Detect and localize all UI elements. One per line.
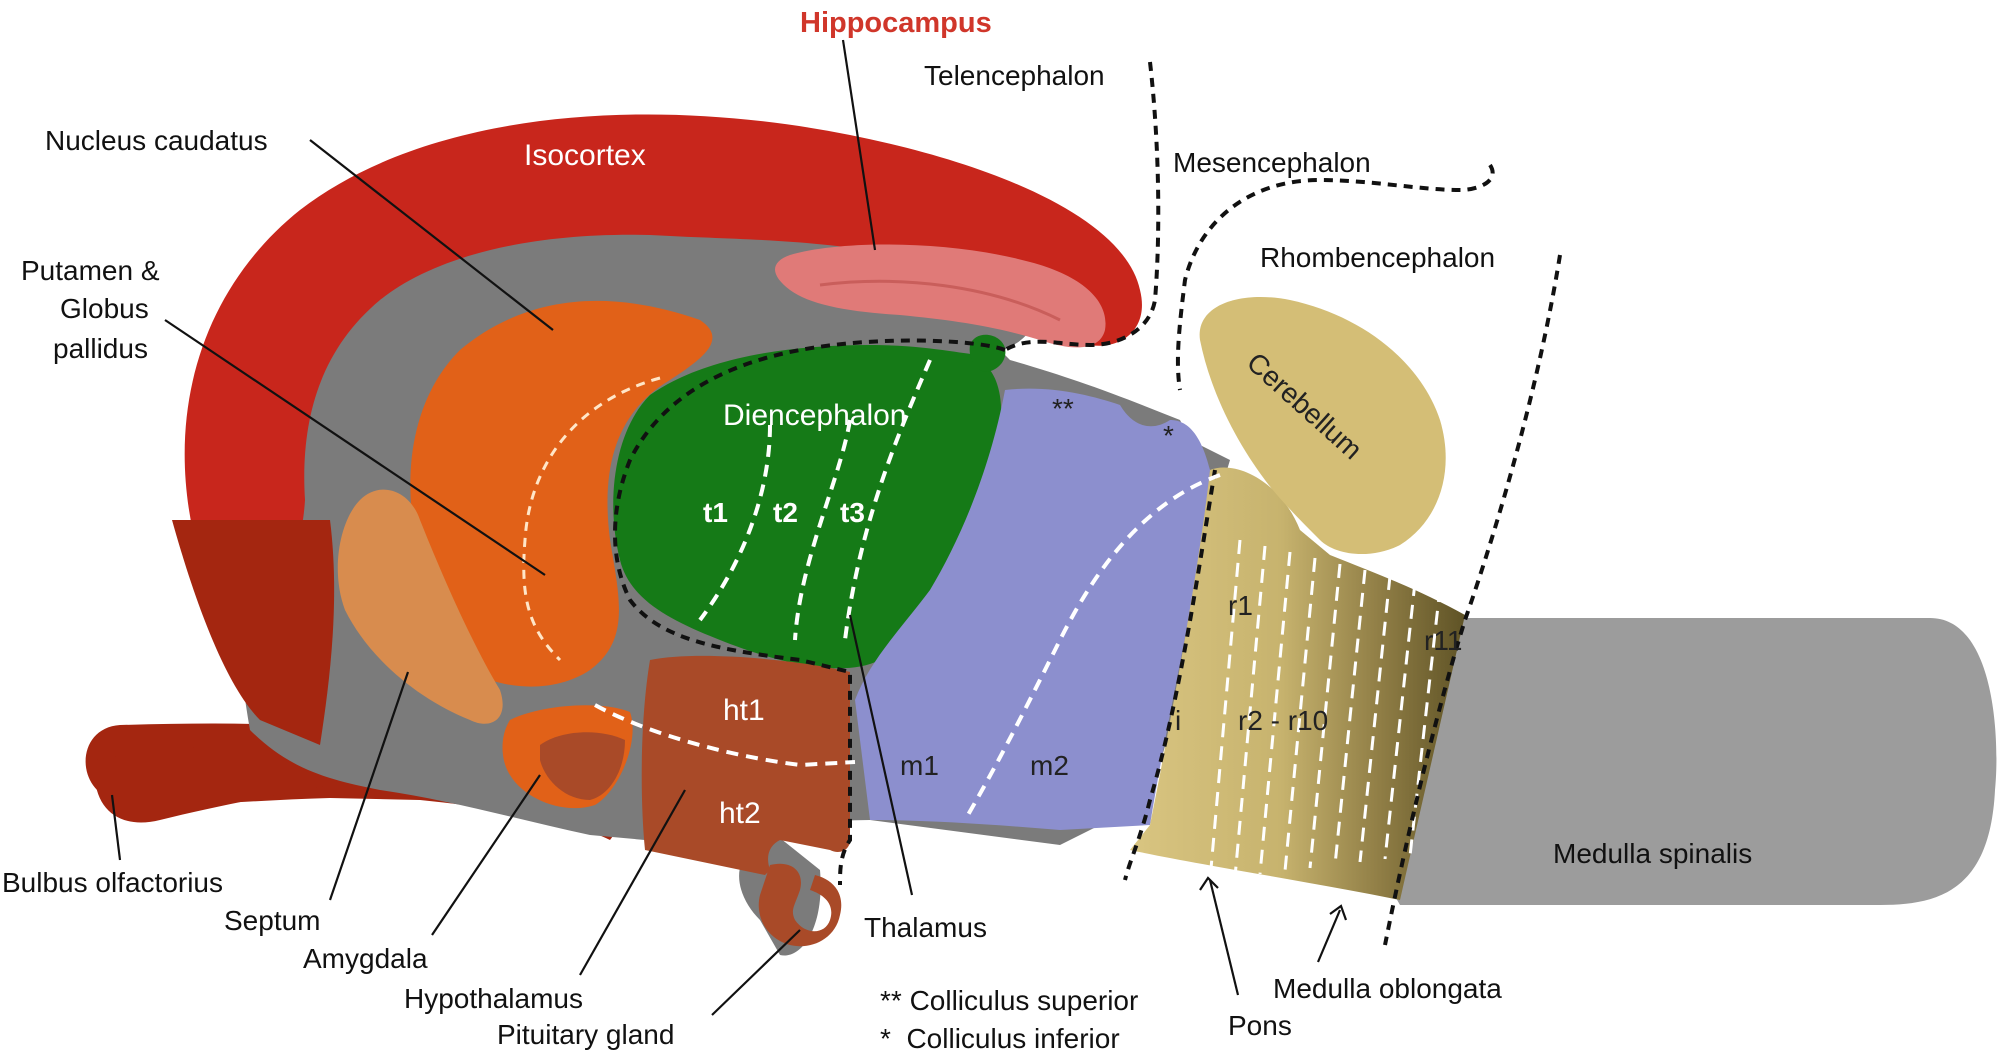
colliculus-inferior-mark: * <box>1163 420 1174 451</box>
rhombencephalon-region <box>1130 467 1465 900</box>
pituitary-gland-region <box>758 863 842 947</box>
rhombencephalon-label: Rhombencephalon <box>1260 242 1495 273</box>
amygdala-inner <box>540 732 625 800</box>
r2-r10-label: r2 - r10 <box>1238 705 1328 736</box>
mesencephalon-label: Mesencephalon <box>1173 147 1371 178</box>
hypothalamus-label: Hypothalamus <box>404 983 583 1014</box>
amygdala-label: Amygdala <box>303 943 428 974</box>
ht2-label: ht2 <box>719 797 761 830</box>
thalamus-t1-divider <box>698 424 772 622</box>
medulla-spinalis-region <box>1380 618 1997 905</box>
legend-colliculus-superior: ** Colliculus superior <box>880 985 1138 1016</box>
isocortex-region <box>184 114 1142 606</box>
i-label: i <box>1175 705 1181 736</box>
thalamus-t2-divider <box>793 419 852 641</box>
cerebellum-region <box>1199 296 1446 555</box>
caudatus-inner-divider <box>522 376 661 662</box>
legend-colliculus-inferior: * Colliculus inferior <box>880 1023 1120 1054</box>
m1-label: m1 <box>900 750 939 781</box>
putamen-leader <box>164 319 546 576</box>
nucleus-caudatus-label: Nucleus caudatus <box>45 125 268 156</box>
nucleus-caudatus-leader <box>309 139 554 331</box>
mesencephalon-boundary <box>1175 163 1495 391</box>
rhombomere-stripe <box>1258 551 1292 875</box>
putamen-label-2: Globus <box>60 293 149 324</box>
thalamus-leader <box>848 614 914 896</box>
r11-label: r11 <box>1424 625 1462 656</box>
t3-label: t3 <box>840 497 865 528</box>
thalamus-t3-divider <box>843 359 932 641</box>
telencephalon-boundary <box>1003 61 1161 352</box>
olfactory-stalk-region <box>94 744 361 823</box>
rhombomere-stripe <box>1333 569 1367 866</box>
septum-region <box>337 489 503 724</box>
r1-label: r1 <box>1228 590 1253 621</box>
pituitary-gland-leader <box>711 929 801 1016</box>
septum-label: Septum <box>224 905 321 936</box>
rhombomere-stripe <box>1208 539 1242 881</box>
rhombomere-stripe <box>1383 581 1417 860</box>
pituitary-gland-label: Pituitary gland <box>497 1019 674 1050</box>
hippocampus-inner-line <box>819 279 1061 322</box>
rhombencephalon-upper-boundary <box>1123 469 1217 881</box>
colliculus-superior-mark: ** <box>1052 393 1074 424</box>
putamen-label-3: pallidus <box>53 333 148 364</box>
mesencephalon-divider <box>963 473 1221 822</box>
telencephalon-label: Telencephalon <box>924 60 1105 91</box>
hypothalamus-leader <box>579 789 686 976</box>
medulla-oblongata-leader <box>1316 909 1342 963</box>
rhombomere-stripe <box>1233 545 1267 878</box>
isocortex-lower-region <box>172 520 335 745</box>
ht1-label: ht1 <box>723 694 765 727</box>
mesencephalon-region <box>855 388 1210 830</box>
hypothalamus-divider <box>594 703 856 768</box>
medulla-spinalis-label: Medulla spinalis <box>1553 838 1752 869</box>
pons-arrowhead <box>1199 876 1219 891</box>
hippocampus-leader <box>841 39 877 251</box>
pons-label: Pons <box>1228 1010 1292 1041</box>
diencephalon-label: Diencephalon <box>723 399 906 432</box>
m2-label: m2 <box>1030 750 1069 781</box>
rhombomere-stripe <box>1358 575 1392 863</box>
bulbus-olfactorius-leader <box>110 794 122 861</box>
rhombencephalon-lower-boundary <box>1383 254 1562 946</box>
pons-leader <box>1208 879 1240 996</box>
medulla-oblongata-arrowhead <box>1329 904 1348 921</box>
bulbus-olfactorius-label: Bulbus olfactorius <box>2 867 223 898</box>
putamen-label-1: Putamen & <box>21 255 160 286</box>
epiphysis-region <box>969 334 1006 372</box>
caudatus-putamen-region <box>410 300 713 687</box>
medulla-oblongata-label: Medulla oblongata <box>1273 973 1502 1004</box>
thalamus-label: Thalamus <box>864 912 987 943</box>
hippocampus-region <box>775 244 1106 348</box>
hippocampus-label: Hippocampus <box>800 7 992 39</box>
rhombomere-stripes <box>1208 539 1442 881</box>
t1-label: t1 <box>703 497 728 528</box>
septum-leader <box>328 671 410 901</box>
rhombomere-stripe <box>1283 557 1317 872</box>
hypothalamus-region <box>641 655 850 875</box>
amygdala-leader <box>431 774 541 936</box>
t2-label: t2 <box>773 497 798 528</box>
isocortex-label: Isocortex <box>524 139 646 172</box>
rhombomere-stripe <box>1308 563 1342 869</box>
